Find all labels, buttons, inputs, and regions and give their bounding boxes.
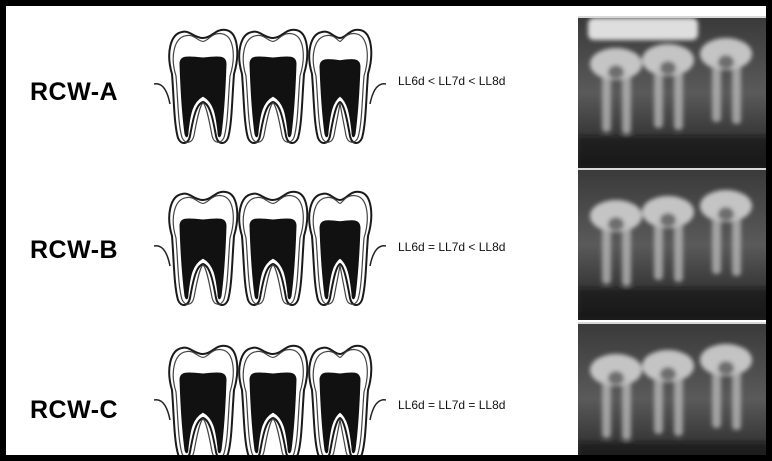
teeth-illustration-rcw-c xyxy=(154,340,386,461)
first-molar-tooth xyxy=(169,30,237,143)
radiograph-pulp xyxy=(608,371,624,385)
radiograph-root xyxy=(674,220,683,282)
radiograph-root xyxy=(712,62,721,122)
radiograph-pulp xyxy=(718,207,734,221)
radiograph-upper-teeth xyxy=(588,18,698,40)
row-label-rcw-c: RCW-C xyxy=(30,396,118,425)
second-molar-tooth xyxy=(239,30,307,143)
formula-rcw-b: LL6d = LL7d < LL8d xyxy=(398,240,505,254)
radiograph-root xyxy=(732,214,741,276)
radiograph-root xyxy=(674,68,683,130)
third-molar-tooth xyxy=(309,30,371,143)
first-molar-tooth xyxy=(169,192,237,305)
row-label-rcw-a: RCW-A xyxy=(30,78,118,107)
radiograph-pulp xyxy=(718,361,734,375)
radiograph-rcw-b xyxy=(578,168,772,320)
teeth-illustration-rcw-a xyxy=(154,24,386,148)
radiograph-root xyxy=(712,368,721,428)
radiograph-rcw-c xyxy=(578,322,772,461)
teeth-illustration-rcw-b xyxy=(154,186,386,310)
radiograph-root xyxy=(602,378,611,438)
radiograph-root xyxy=(674,374,683,436)
radiograph-root xyxy=(654,374,663,434)
formula-rcw-a: LL6d < LL7d < LL8d xyxy=(398,74,505,88)
row-rcw-c: RCW-C LL6d = LL7d = LL8d xyxy=(6,310,766,460)
radiograph-root xyxy=(622,224,631,286)
third-molar-tooth xyxy=(309,192,371,305)
radiograph-pulp xyxy=(718,55,734,69)
first-molar-tooth xyxy=(169,346,237,459)
formula-rcw-c: LL6d = LL7d = LL8d xyxy=(398,398,505,412)
radiograph-root xyxy=(732,62,741,124)
radiograph-root xyxy=(602,224,611,284)
radiograph-root xyxy=(602,72,611,132)
radiograph-root xyxy=(712,214,721,274)
row-rcw-a: RCW-A LL6d < LL7d < LL8d xyxy=(6,6,766,156)
radiograph-lower-shadow xyxy=(578,442,772,461)
radiograph-pulp xyxy=(608,217,624,231)
radiograph-root xyxy=(622,378,631,440)
radiograph-pulp xyxy=(660,61,676,75)
radiograph-rcw-a xyxy=(578,16,772,168)
row-label-rcw-b: RCW-B xyxy=(30,236,118,265)
row-rcw-b: RCW-B LL6d = LL7d < LL8d xyxy=(6,158,766,308)
radiograph-pulp xyxy=(660,367,676,381)
second-molar-tooth xyxy=(239,346,307,459)
radiograph-pulp xyxy=(660,213,676,227)
radiograph-pulp xyxy=(608,65,624,79)
third-molar-tooth xyxy=(309,346,371,459)
second-molar-tooth xyxy=(239,192,307,305)
radiograph-root xyxy=(654,68,663,128)
radiograph-root xyxy=(654,220,663,280)
radiograph-root xyxy=(732,368,741,430)
radiograph-root xyxy=(622,72,631,134)
